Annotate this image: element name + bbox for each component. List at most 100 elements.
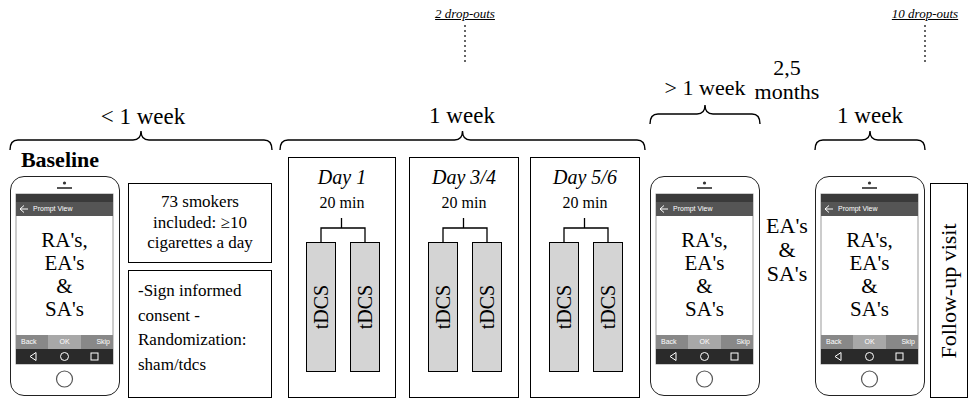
phase-heading: Baseline (21, 147, 99, 173)
phone-ui-text: Back (661, 336, 677, 348)
box-text: tDCS (310, 285, 333, 329)
brace (815, 131, 925, 150)
box-text: tDCS (354, 285, 377, 329)
button-bar (16, 335, 113, 349)
phone-ui-text: OK (699, 336, 709, 348)
smartphone-prompt: Prompt ViewRA's, EA's & SA'sBack OK Skip (815, 176, 925, 396)
assessment-label: EA's & SA's (766, 214, 808, 287)
header-bar (656, 202, 753, 216)
dropout-note: 2 drop-outs (435, 6, 495, 22)
back-arrow (20, 206, 28, 213)
dropout-line (924, 25, 925, 64)
nav-bar (656, 349, 753, 364)
phone-speaker (57, 187, 72, 189)
dropout-line (464, 25, 465, 64)
nav-bar (821, 349, 918, 364)
phone-ui-text: Skip (736, 336, 750, 348)
button-bar (821, 335, 918, 349)
info-box: -Sign informed consent -Randomization: s… (128, 270, 272, 398)
brace (280, 131, 645, 150)
session-day-box: Day 5/6 20 min tDCS tDCS (530, 157, 640, 398)
header-bar (16, 202, 113, 216)
tdcs-block: tDCS (549, 242, 579, 372)
nav-back-icon (670, 353, 676, 361)
tdcs-block: tDCS (472, 242, 502, 372)
day-label: Day 5/6 (531, 166, 639, 189)
duration-label: 20 min (410, 194, 518, 212)
back-arrow (660, 206, 668, 213)
nav-home-icon (866, 353, 874, 361)
smartphone-prompt: Prompt ViewRA's, EA's & SA'sBack OK Skip (10, 176, 120, 396)
phone-speaker (862, 187, 877, 189)
button-bar (656, 335, 753, 349)
nav-recent-icon (896, 353, 903, 360)
duration-label: 20 min (531, 194, 639, 212)
duration-label: < 1 week (101, 104, 186, 130)
prompt-text: RA's, EA's & SA's (681, 229, 727, 321)
phone-camera (63, 181, 66, 184)
tdcs-block: tDCS (593, 242, 623, 372)
prompt-text: RA's, EA's & SA's (41, 229, 87, 321)
day-label: Day 3/4 (410, 166, 518, 189)
bracket-line (564, 218, 608, 242)
phone-camera (703, 181, 706, 184)
ok-button (48, 335, 81, 349)
box-text: Follow-up visit (936, 223, 962, 358)
status-bar (821, 194, 918, 202)
box-text: tDCS (597, 285, 620, 329)
phone-ui-text: Back (21, 336, 37, 348)
duration-label: 1 week (429, 103, 495, 129)
tdcs-block: tDCS (350, 242, 380, 372)
nav-home-icon (61, 353, 69, 361)
back-arrow (825, 206, 833, 213)
phone-screen (16, 194, 113, 364)
bracket-line (321, 218, 365, 242)
session-day-box: Day 1 20 min tDCS tDCS (288, 157, 396, 398)
phone-ui-text: Prompt View (33, 203, 73, 215)
nav-recent-icon (731, 353, 738, 360)
phone-screen (656, 194, 753, 364)
ok-button (853, 335, 886, 349)
status-bar (16, 194, 113, 202)
smartphone-prompt: Prompt ViewRA's, EA's & SA'sBack OK Skip (650, 176, 760, 396)
prompt-text: RA's, EA's & SA's (846, 229, 892, 321)
duration-label: 2,5 months (755, 56, 820, 104)
brace (650, 105, 760, 124)
bracket-line (443, 218, 487, 242)
phone-ui-text: OK (59, 336, 69, 348)
phone-speaker (697, 187, 712, 189)
dropout-note: 10 drop-outs (892, 6, 958, 22)
home-button (57, 371, 73, 387)
nav-back-icon (835, 353, 841, 361)
phone-ui-text: OK (864, 336, 874, 348)
duration-label: 1 week (837, 103, 903, 129)
home-button (697, 371, 713, 387)
tdcs-block: tDCS (428, 242, 458, 372)
phone-screen (821, 194, 918, 364)
home-button (862, 371, 878, 387)
nav-recent-icon (91, 353, 98, 360)
ok-button (688, 335, 721, 349)
tdcs-block: tDCS (306, 242, 336, 372)
phone-ui-text: Prompt View (838, 203, 878, 215)
day-label: Day 1 (289, 166, 395, 189)
session-day-box: Day 3/4 20 min tDCS tDCS (409, 157, 519, 398)
duration-label: > 1 week (665, 75, 746, 101)
phone-ui-text: Back (826, 336, 842, 348)
box-text: tDCS (476, 285, 499, 329)
nav-home-icon (701, 353, 709, 361)
header-bar (821, 202, 918, 216)
box-text: tDCS (553, 285, 576, 329)
phone-camera (868, 181, 871, 184)
duration-label: 20 min (289, 194, 395, 212)
box-text: 73 smokers included: ≥10 cigarettes a da… (139, 192, 261, 253)
nav-bar (16, 349, 113, 364)
status-bar (656, 194, 753, 202)
phone-ui-text: Prompt View (673, 203, 713, 215)
follow-up-box: Follow-up visit (930, 183, 968, 398)
phone-ui-text: Skip (901, 336, 915, 348)
phone-ui-text: Skip (96, 336, 110, 348)
box-text: -Sign informed consent -Randomization: s… (138, 279, 262, 378)
box-text: tDCS (432, 285, 455, 329)
